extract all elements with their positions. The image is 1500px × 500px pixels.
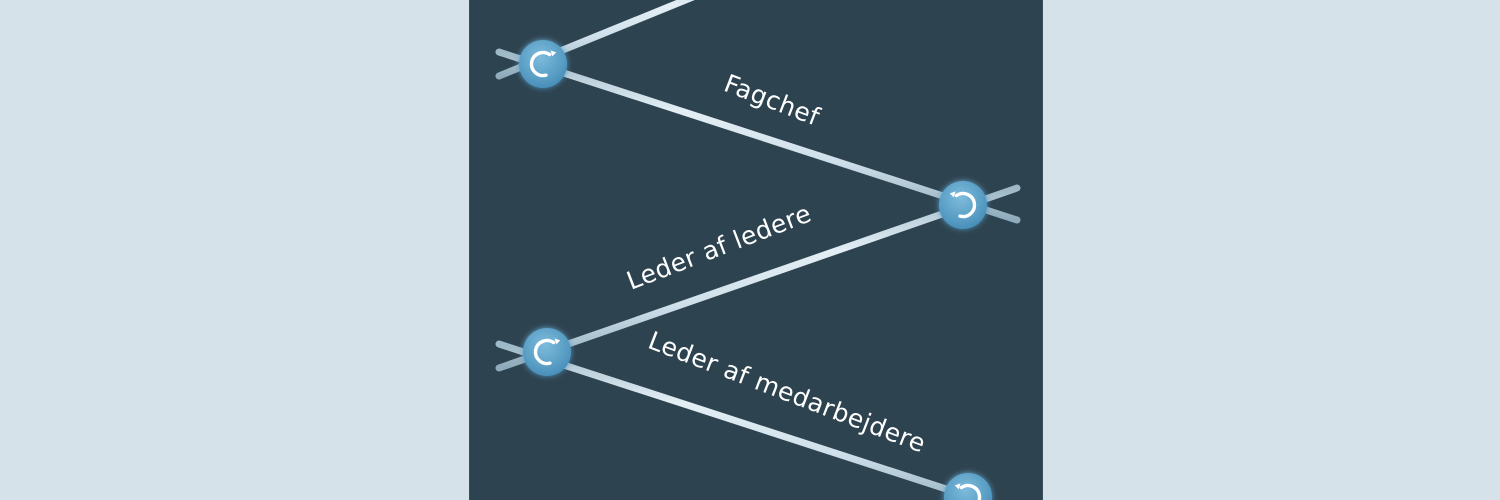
node-circle[interactable]: [523, 328, 571, 376]
edge-fagchef-line[interactable]: [495, 48, 1021, 224]
node-leder-medarbejdere-target[interactable]: [944, 473, 992, 500]
node-fagchef-source[interactable]: [519, 40, 567, 88]
node-link-diagram: Fagchef Leder af ledere Leder af medarbe…: [495, 0, 1021, 500]
panel-right-border: [1042, 0, 1043, 500]
edge-lines: [495, 0, 1021, 500]
edge-label-leder-af-ledere: Leder af ledere: [623, 199, 816, 296]
edge-leder-af-ledere-line[interactable]: [495, 184, 1021, 372]
edge-label-fagchef: Fagchef: [720, 69, 824, 132]
edge-leder-af-medarbejdere-line[interactable]: [495, 340, 1017, 500]
leadership-levels-panel: Fagchef Leder af ledere Leder af medarbe…: [469, 0, 1043, 500]
node-circle[interactable]: [939, 181, 987, 229]
node-fagchef-target[interactable]: [939, 181, 987, 229]
node-circle[interactable]: [519, 40, 567, 88]
panel-left-border: [469, 0, 470, 500]
node-leder-source[interactable]: [523, 328, 571, 376]
